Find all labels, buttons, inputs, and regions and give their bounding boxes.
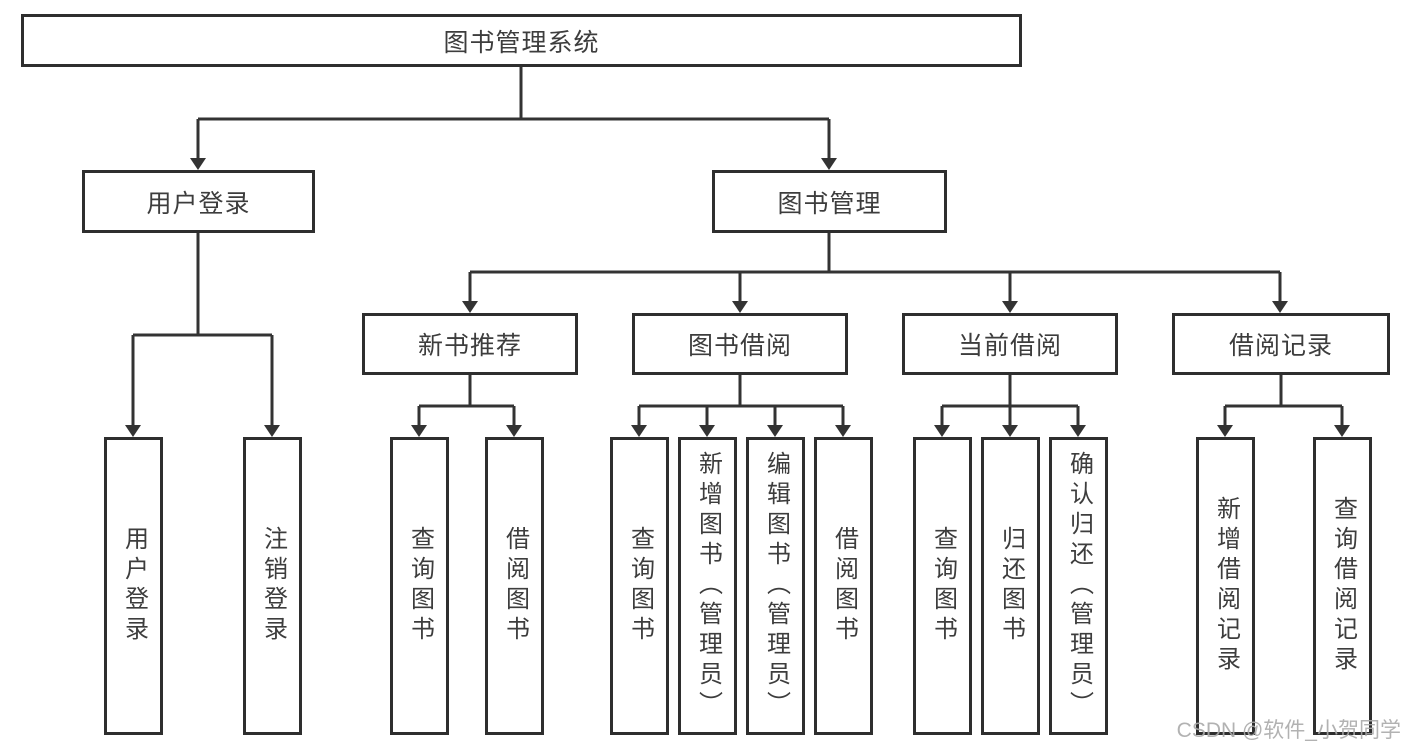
node-user-login: 用户登录 [82, 170, 315, 233]
connector-borrowing-records [1223, 375, 1344, 425]
leaf-query-books-recommend: 查询图书 [390, 437, 449, 735]
arrowhead-down-icon [767, 425, 783, 437]
leaf-return-books: 归还图书 [981, 437, 1040, 735]
node-book-borrowing: 图书借阅 [632, 313, 848, 375]
leaf-user-login-label: 用户登录 [120, 526, 148, 646]
arrowhead-down-icon [125, 425, 141, 437]
arrowhead-down-icon [699, 425, 715, 437]
leaf-confirm-return-admin: 确认归还（管理员） [1049, 437, 1108, 735]
node-book-management: 图书管理 [712, 170, 947, 233]
arrowhead-down-icon [190, 158, 206, 170]
node-book-borrowing-label: 图书借阅 [687, 332, 792, 360]
arrowhead-down-icon [1070, 425, 1086, 437]
watermark: CSDN @软件_小贺同学 [1176, 719, 1401, 742]
node-borrowing-records: 借阅记录 [1172, 313, 1390, 375]
node-user-login-label: 用户登录 [146, 189, 251, 218]
leaf-add-book-admin-label: 新增图书（管理员） [694, 451, 722, 721]
leaf-borrow-books-recommend: 借阅图书 [485, 437, 544, 735]
connector-user-login [131, 233, 274, 425]
leaf-edit-book-admin: 编辑图书（管理员） [746, 437, 805, 735]
arrowhead-down-icon [1217, 425, 1233, 437]
leaf-user-login: 用户登录 [104, 437, 163, 735]
arrowhead-down-icon [732, 301, 748, 313]
leaf-query-books-borrowing-label: 查询图书 [626, 526, 654, 646]
arrowhead-down-icon [1002, 425, 1018, 437]
connector-new-book-recommend [417, 375, 516, 425]
node-book-management-label: 图书管理 [777, 189, 882, 218]
node-root: 图书管理系统 [21, 14, 1022, 67]
leaf-edit-book-admin-label: 编辑图书（管理员） [762, 451, 790, 721]
leaf-borrow-books-borrowing: 借阅图书 [814, 437, 873, 735]
leaf-return-books-label: 归还图书 [997, 526, 1025, 646]
connector-book-borrowing [637, 375, 845, 425]
arrowhead-down-icon [411, 425, 427, 437]
leaf-query-borrow-record: 查询借阅记录 [1313, 437, 1372, 735]
arrowhead-down-icon [934, 425, 950, 437]
node-borrowing-records-label: 借阅记录 [1228, 332, 1333, 360]
leaf-query-books-borrowing: 查询图书 [610, 437, 669, 735]
node-new-book-recommend: 新书推荐 [362, 313, 578, 375]
leaf-query-borrow-record-label: 查询借阅记录 [1329, 496, 1357, 676]
arrowhead-down-icon [835, 425, 851, 437]
arrowhead-down-icon [821, 158, 837, 170]
node-current-borrowing-label: 当前借阅 [957, 332, 1062, 360]
arrowhead-down-icon [264, 425, 280, 437]
leaf-logout-label: 注销登录 [259, 526, 287, 646]
leaf-query-books-current-label: 查询图书 [929, 526, 957, 646]
arrowhead-down-icon [631, 425, 647, 437]
connector-current-borrowing [940, 375, 1080, 425]
leaf-add-borrow-record-label: 新增借阅记录 [1212, 496, 1240, 676]
node-current-borrowing: 当前借阅 [902, 313, 1118, 375]
leaf-query-books-current: 查询图书 [913, 437, 972, 735]
leaf-add-borrow-record: 新增借阅记录 [1196, 437, 1255, 735]
leaf-add-book-admin: 新增图书（管理员） [678, 437, 737, 735]
arrowhead-down-icon [506, 425, 522, 437]
connector-root [196, 67, 831, 158]
leaf-borrow-books-borrowing-label: 借阅图书 [830, 526, 858, 646]
arrowhead-down-icon [462, 301, 478, 313]
arrowhead-down-icon [1272, 301, 1288, 313]
arrowhead-down-icon [1334, 425, 1350, 437]
leaf-borrow-books-recommend-label: 借阅图书 [501, 526, 529, 646]
arrowhead-down-icon [1002, 301, 1018, 313]
node-root-label: 图书管理系统 [443, 28, 600, 57]
leaf-logout: 注销登录 [243, 437, 302, 735]
connector-book-management [468, 233, 1282, 301]
leaf-query-books-recommend-label: 查询图书 [406, 526, 434, 646]
leaf-confirm-return-admin-label: 确认归还（管理员） [1065, 451, 1093, 721]
node-new-book-recommend-label: 新书推荐 [417, 332, 522, 360]
